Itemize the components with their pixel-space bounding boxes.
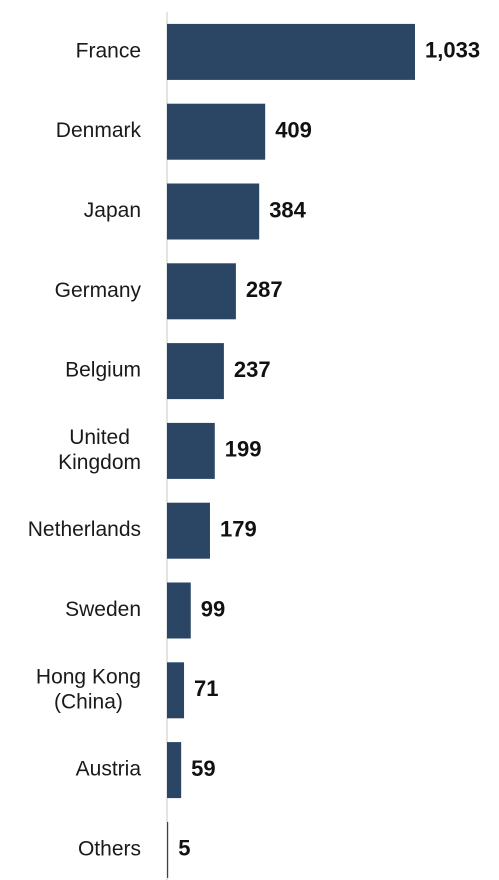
category-label-line: France: [76, 39, 141, 62]
category-label: Sweden: [65, 598, 141, 621]
bar: [167, 582, 191, 639]
value-label: 409: [275, 118, 312, 143]
category-label-line: Others: [78, 837, 141, 860]
value-label: 384: [269, 197, 306, 222]
category-label-line: Germany: [55, 279, 142, 302]
value-label: 199: [225, 437, 262, 462]
value-label: 179: [220, 517, 257, 542]
category-label: Belgium: [65, 359, 141, 382]
bars-group: [167, 23, 415, 878]
category-label: France: [76, 39, 141, 62]
bar: [167, 662, 185, 719]
category-label-line: Kingdom: [58, 451, 141, 474]
category-label-line: Hong Kong: [36, 665, 141, 688]
bar: [167, 742, 182, 799]
value-label: 287: [246, 277, 283, 302]
value-label: 99: [201, 596, 225, 621]
category-label: Netherlands: [28, 518, 141, 541]
category-label: Austria: [76, 758, 142, 781]
category-label: Denmark: [56, 119, 142, 142]
bar: [167, 821, 169, 878]
category-label: Japan: [84, 199, 141, 222]
bar: [167, 343, 224, 400]
value-label: 71: [194, 676, 218, 701]
category-label: Germany: [55, 279, 142, 302]
category-label-line: Japan: [84, 199, 141, 222]
bar: [167, 23, 415, 80]
value-label: 59: [191, 756, 215, 781]
category-label-line: Sweden: [65, 598, 141, 621]
category-label-line: Austria: [76, 758, 142, 781]
bar: [167, 422, 215, 479]
bar: [167, 103, 266, 160]
category-label: Others: [78, 837, 141, 860]
value-label: 237: [234, 357, 271, 382]
category-label-line: United: [69, 426, 130, 449]
category-label-line: Denmark: [56, 119, 142, 142]
category-label: Hong Kong(China): [36, 665, 141, 713]
category-label-line: (China): [54, 690, 123, 713]
bar: [167, 263, 236, 320]
value-labels-group: 1,033 409 384 287 237 199 179 99 71 59 5: [178, 38, 480, 861]
value-label: 5: [178, 836, 190, 861]
bar: [167, 502, 210, 559]
value-label: 1,033: [425, 38, 480, 63]
category-label-line: Belgium: [65, 359, 141, 382]
category-label-line: Netherlands: [28, 518, 141, 541]
bar: [167, 183, 260, 240]
